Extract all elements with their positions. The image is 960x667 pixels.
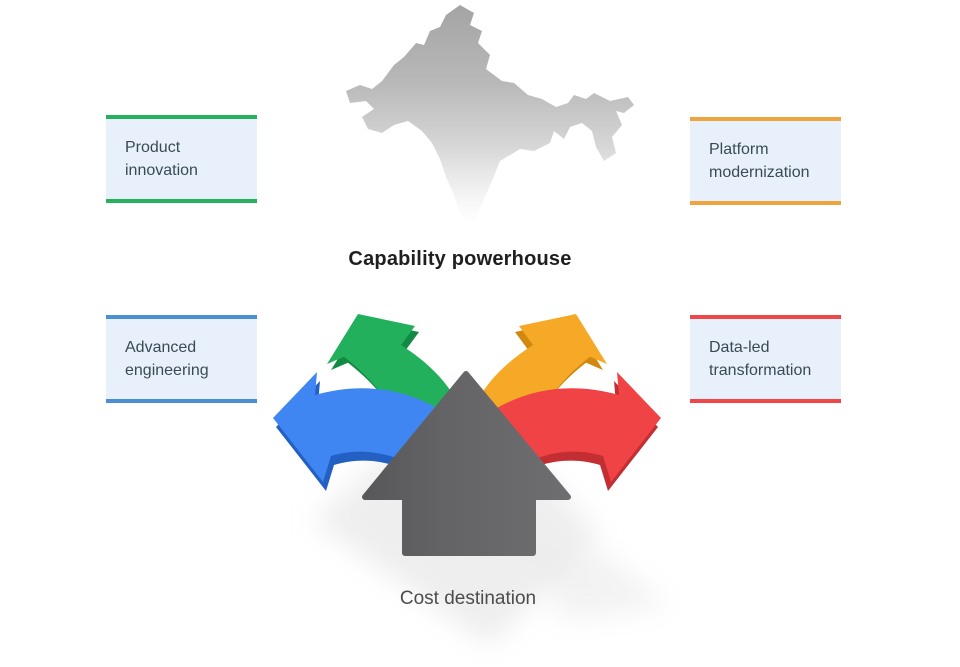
label-box-product-innovation: Product innovation <box>106 115 257 203</box>
label-box-data-led-transformation: Data-led transformation <box>690 315 841 403</box>
gray-up-arrow <box>362 371 571 556</box>
capability-powerhouse-title: Capability powerhouse <box>348 248 572 270</box>
data-led-transformation-label: Data-led transformation <box>709 338 812 379</box>
india-map-icon <box>346 5 634 225</box>
india-map <box>342 3 642 233</box>
five-way-arrows-icon <box>273 314 670 646</box>
label-box-advanced-engineering: Advanced engineering <box>106 315 257 403</box>
platform-modernization-label: Platform modernization <box>709 140 810 181</box>
label-box-platform-modernization: Platform modernization <box>690 117 841 205</box>
product-innovation-label: Product innovation <box>125 138 198 179</box>
direction-arrows-graphic <box>265 306 705 646</box>
cost-destination-title: Cost destination <box>399 588 537 609</box>
advanced-engineering-label: Advanced engineering <box>125 338 209 379</box>
